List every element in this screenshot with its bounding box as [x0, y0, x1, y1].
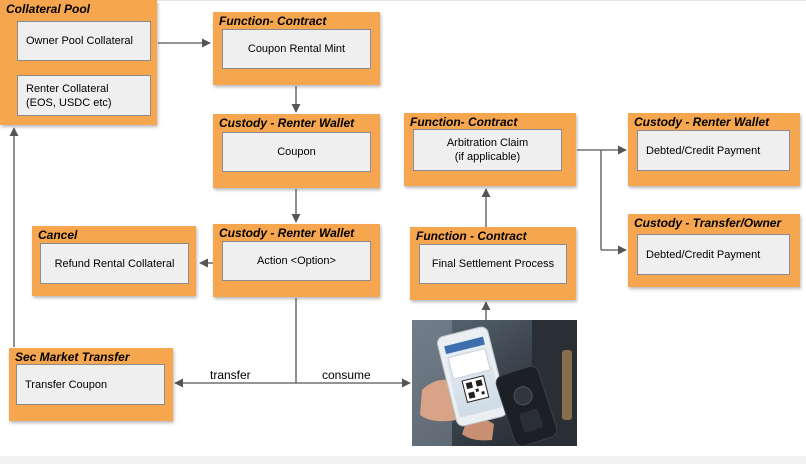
node-refund-rental-collateral: Refund Rental Collateral [40, 243, 189, 284]
node-coupon: Coupon [222, 132, 371, 172]
group-title: Custody - Transfer/Owner [634, 216, 782, 230]
node-transfer-coupon: Transfer Coupon [16, 364, 165, 405]
node-label: Coupon Rental Mint [247, 43, 346, 55]
node-label: Arbitration Claim (if applicable) [446, 137, 529, 163]
edge-label-consume: consume [322, 368, 371, 382]
group-title: Custody - Renter Wallet [634, 115, 770, 129]
phone-photo-illustration [412, 320, 577, 446]
group-custody-transfer-owner: Custody - Transfer/Owner Debted/Credit P… [628, 214, 800, 287]
node-label: Action <Option> [257, 255, 336, 267]
node-final-settlement-process: Final Settlement Process [419, 244, 567, 284]
node-label: Debted/Credit Payment [646, 248, 761, 261]
top-divider [0, 0, 806, 1]
node-label: Coupon [277, 146, 316, 158]
group-function-contract-mint: Function- Contract Coupon Rental Mint [213, 12, 380, 85]
bottom-band [0, 456, 806, 464]
node-coupon-rental-mint: Coupon Rental Mint [222, 29, 371, 69]
group-function-contract-arbitration: Function- Contract Arbitration Claim (if… [404, 113, 576, 186]
group-title: Function- Contract [219, 14, 327, 28]
group-custody-renter-coupon: Custody - Renter Wallet Coupon [213, 114, 380, 188]
group-custody-renter-payment: Custody - Renter Wallet Debted/Credit Pa… [628, 113, 800, 186]
group-custody-renter-action: Custody - Renter Wallet Action <Option> [213, 224, 380, 297]
node-label: Owner Pool Collateral [26, 35, 133, 47]
node-arbitration-claim: Arbitration Claim (if applicable) [413, 129, 562, 171]
node-action-option: Action <Option> [222, 241, 371, 281]
group-collateral-pool: Collateral Pool Owner Pool Collateral Re… [0, 0, 157, 125]
group-cancel: Cancel Refund Rental Collateral [32, 226, 196, 296]
node-label: Final Settlement Process [431, 258, 555, 270]
group-title: Sec Market Transfer [15, 350, 130, 364]
group-sec-market-transfer: Sec Market Transfer Transfer Coupon [9, 348, 173, 421]
node-label: Renter Collateral (EOS, USDC etc) [26, 82, 112, 109]
group-function-contract-settlement: Function - Contract Final Settlement Pro… [410, 227, 576, 300]
node-label: Refund Rental Collateral [54, 257, 175, 270]
group-title: Custody - Renter Wallet [219, 116, 355, 130]
group-title: Cancel [38, 228, 78, 242]
node-label: Transfer Coupon [25, 378, 108, 391]
node-debted-credit-payment-owner: Debted/Credit Payment [637, 234, 790, 275]
group-title: Function- Contract [410, 115, 518, 129]
node-owner-pool-collateral: Owner Pool Collateral [17, 21, 151, 61]
node-label: Debted/Credit Payment [646, 144, 761, 157]
group-title: Collateral Pool [6, 2, 91, 16]
node-renter-collateral: Renter Collateral (EOS, USDC etc) [17, 75, 151, 116]
node-debted-credit-payment-renter: Debted/Credit Payment [637, 130, 790, 171]
edge-label-transfer: transfer [210, 368, 251, 382]
group-title: Custody - Renter Wallet [219, 226, 355, 240]
group-title: Function - Contract [416, 229, 527, 243]
phone-nfc-reader-photo [412, 320, 577, 446]
